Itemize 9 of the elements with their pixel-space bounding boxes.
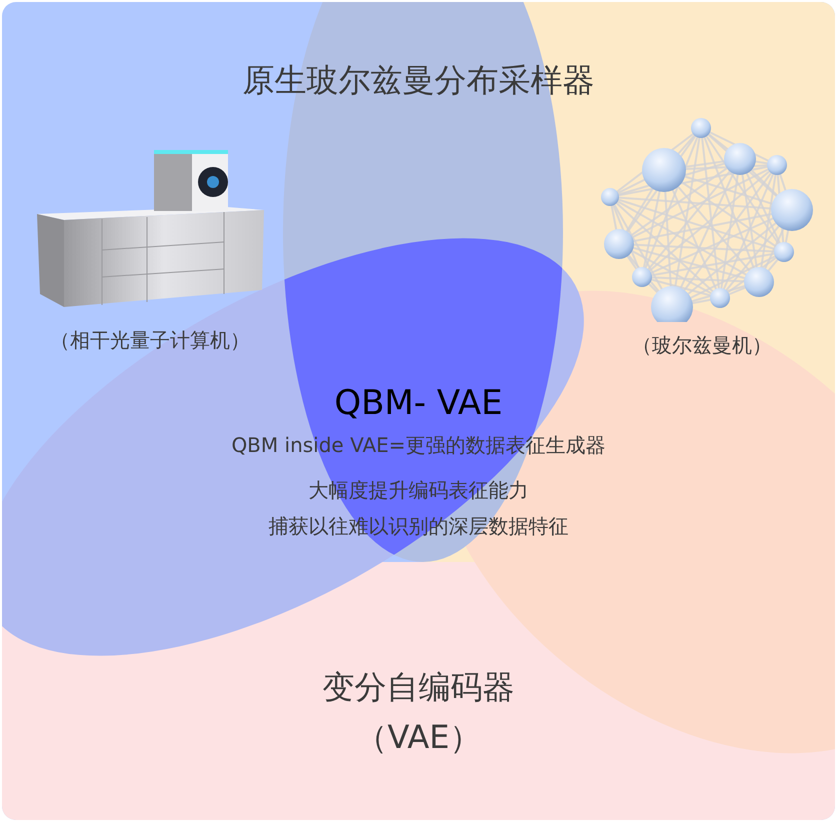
overlap-description: QBM inside VAE=更强的数据表征生成器 (231, 432, 606, 459)
overlap-description: 大幅度提升编码表征能力 (308, 477, 528, 504)
picture-caption: （相干光量子计算机） (50, 327, 250, 354)
region-heading: 原生玻尔兹曼分布采样器 (242, 60, 594, 101)
overlap-description: 捕获以往难以识别的深层数据特征 (268, 513, 568, 540)
region-heading: 变分自编码器 (322, 667, 514, 708)
picture-caption: （玻尔兹曼机） (632, 332, 772, 359)
overlap-heading: QBM- VAE (334, 382, 503, 425)
region-subheading: （VAE） (356, 717, 482, 758)
